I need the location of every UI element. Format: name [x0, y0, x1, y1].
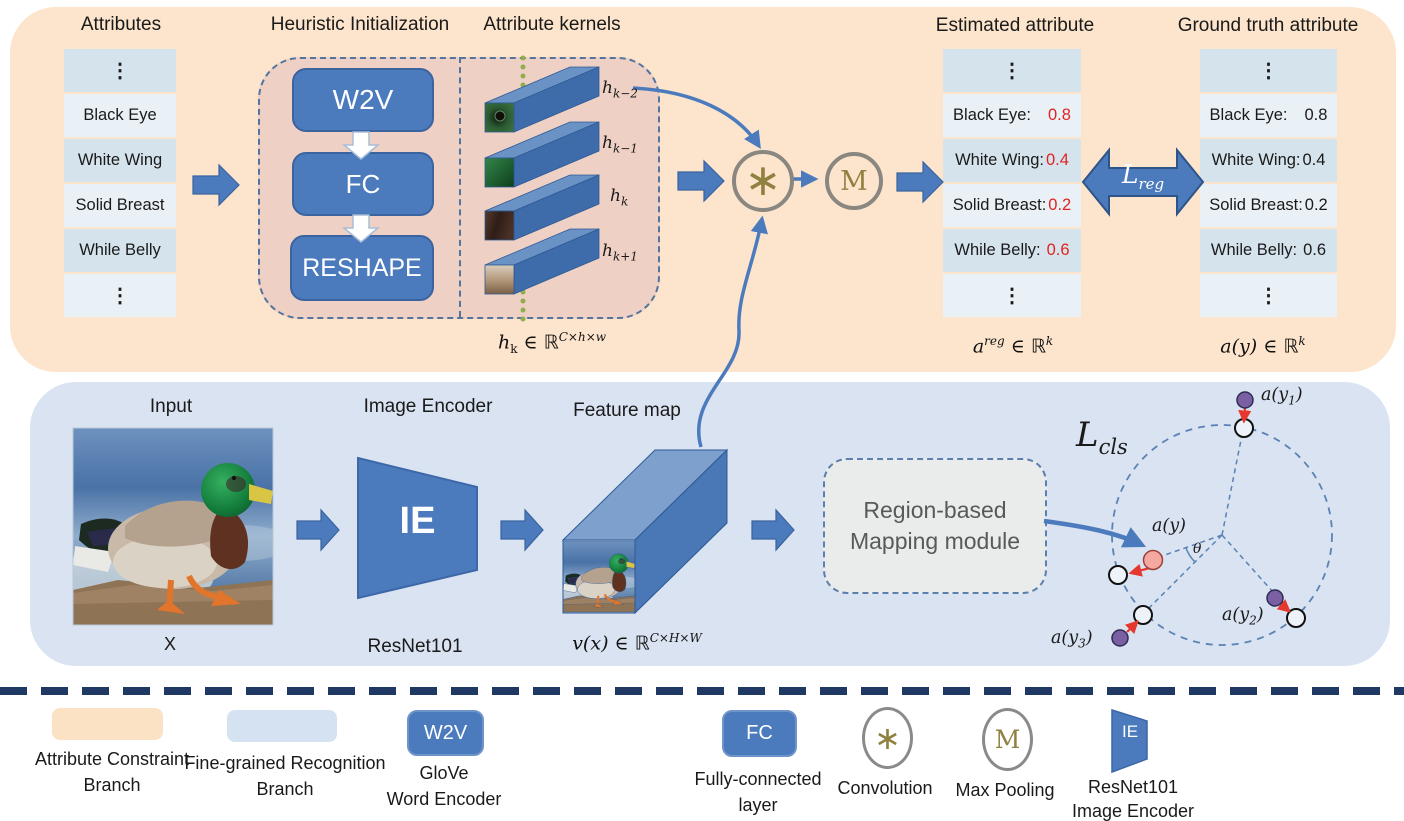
kernel-label-hk-2: hk−2	[602, 78, 638, 101]
fc-box: FC	[292, 152, 434, 216]
legend-blue-swatch	[227, 710, 337, 742]
resnet101-label: ResNet101	[367, 636, 463, 657]
w2v-box: W2V	[292, 68, 434, 132]
theta-angle-label: θ	[1193, 541, 1202, 557]
label-a-y3: a(y3)	[1051, 628, 1093, 651]
legend-peach-swatch	[52, 708, 163, 740]
fine-grained-recognition-branch-panel	[30, 382, 1390, 666]
label-a-y: a(y)	[1152, 516, 1186, 536]
legend-ie-label: IE	[1121, 722, 1139, 741]
table-row: ⋮	[64, 49, 176, 92]
module-label-line1: Region-based	[863, 497, 1007, 523]
table-row: White Wing:0.4	[1200, 139, 1337, 182]
table-row: While Belly:0.6	[943, 229, 1081, 272]
legend-convolution-circle: ∗	[862, 707, 913, 769]
max-pooling-symbol: M	[840, 165, 868, 197]
heuristic-initialization-title: Heuristic Initialization	[270, 14, 450, 35]
regression-loss-label: Lreg	[1121, 160, 1165, 193]
legend-fc-box: FC	[722, 710, 797, 757]
table-row: Black Eye:0.8	[943, 94, 1081, 137]
attributes-title: Attributes	[80, 14, 162, 35]
table-row: White Wing	[64, 139, 176, 182]
table-row: ⋮	[943, 274, 1081, 317]
table-row: Solid Breast:0.2	[1200, 184, 1337, 227]
kernel-space-caption: hk ∈ ℝC×h×w	[497, 330, 607, 357]
legend-w2v-box: W2V	[407, 710, 484, 756]
label-a-y2: a(y2)	[1222, 605, 1264, 628]
region-based-mapping-module: Region-based Mapping module	[823, 458, 1047, 594]
table-row: Solid Breast	[64, 184, 176, 227]
ground-truth-table: ⋮ Black Eye:0.8 White Wing:0.4 Solid Bre…	[1200, 49, 1337, 317]
estimated-space-caption: areg ∈ ℝk	[972, 334, 1054, 358]
estimated-attribute-table: ⋮ Black Eye:0.8 White Wing:0.4 Solid Bre…	[943, 49, 1081, 317]
ground-truth-attribute-title: Ground truth attribute	[1177, 15, 1359, 36]
table-row: ⋮	[1200, 274, 1337, 317]
feature-space-caption: v(x) ∈ ℝC×H×W	[572, 631, 702, 655]
table-row: While Belly	[64, 229, 176, 272]
ground-truth-space-caption: a(y) ∈ ℝk	[1220, 334, 1306, 358]
label-a-y1: a(y1)	[1261, 385, 1303, 408]
table-row: White Wing:0.4	[943, 139, 1081, 182]
dashed-divider	[459, 57, 461, 317]
legend-separator	[0, 687, 1404, 695]
image-encoder-title: Image Encoder	[363, 396, 493, 417]
reshape-box: RESHAPE	[290, 235, 434, 301]
table-row: Black Eye:0.8	[1200, 94, 1337, 137]
max-pooling-circle: M	[825, 152, 883, 210]
attributes-table: ⋮ Black Eye White Wing Solid Breast Whil…	[64, 49, 176, 317]
attribute-constraint-branch-panel	[10, 7, 1396, 372]
kernel-label-hk-1: hk−1	[602, 133, 638, 156]
kernel-label-hk: hk	[610, 186, 629, 209]
feature-map-title: Feature map	[573, 400, 681, 421]
table-row: ⋮	[943, 49, 1081, 92]
convolution-symbol: ∗	[744, 155, 782, 206]
legend-maxpool-circle: M	[982, 708, 1033, 771]
kernel-label-hk+1: hk+1	[602, 241, 638, 264]
estimated-attribute-title: Estimated attribute	[935, 15, 1095, 36]
legend-label-convolution: Convolution	[837, 778, 933, 798]
input-title: Input	[149, 396, 193, 417]
ie-box-label: IE	[399, 500, 436, 542]
classification-loss-label: Lcls	[1076, 415, 1128, 459]
legend-label-maxpool: Max Pooling	[955, 780, 1055, 800]
table-row: Black Eye	[64, 94, 176, 137]
table-row: Solid Breast:0.2	[943, 184, 1081, 227]
table-row: ⋮	[64, 274, 176, 317]
module-label-line2: Mapping module	[849, 528, 1021, 554]
input-x-label: X	[163, 634, 177, 654]
table-row: While Belly:0.6	[1200, 229, 1337, 272]
legend-ie-trapezoid	[1111, 708, 1148, 774]
table-row: ⋮	[1200, 49, 1337, 92]
attribute-kernels-title: Attribute kernels	[483, 14, 621, 35]
convolution-circle: ∗	[732, 150, 794, 212]
